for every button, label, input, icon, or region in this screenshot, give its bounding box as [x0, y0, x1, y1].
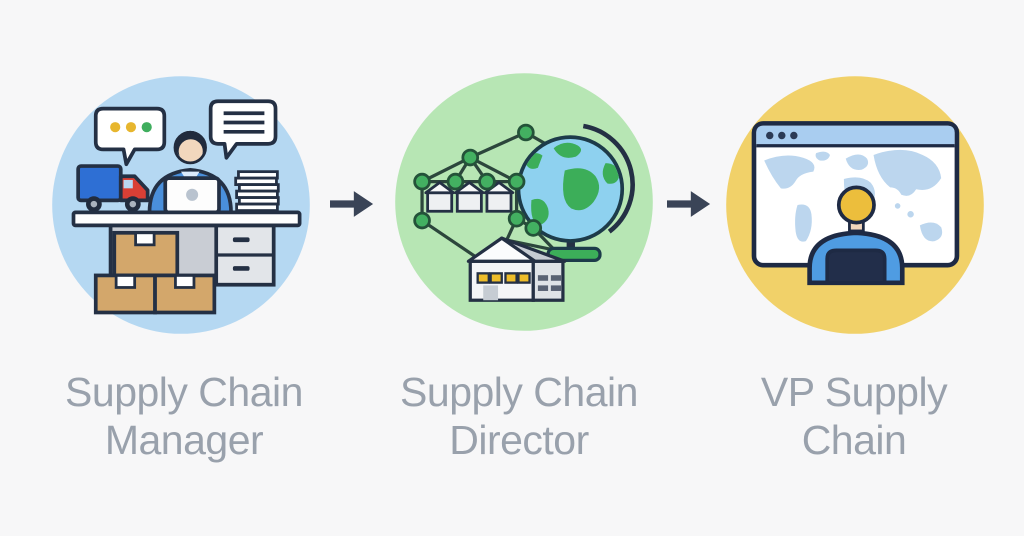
network-globe-warehouse-icon — [395, 73, 653, 331]
speech-bubble-text-icon — [208, 99, 278, 160]
supply-network-nodes-icon — [413, 123, 543, 237]
cardboard-boxes-icon — [93, 230, 217, 315]
arrow-right-icon — [330, 190, 374, 218]
person-at-computer-icon — [807, 185, 905, 286]
step-supply-chain-director — [385, 63, 663, 341]
warehouse-building-icon — [466, 236, 567, 302]
delivery-truck-icon — [76, 164, 150, 212]
step-label-vp-supply-chain: VP Supply Chain — [760, 369, 948, 463]
executive-world-dashboard-icon — [726, 76, 984, 334]
desk-globe-icon — [516, 123, 635, 263]
manager-at-desk-icon — [52, 76, 310, 334]
arrow-right-icon — [667, 190, 711, 218]
person-at-laptop-icon — [147, 130, 233, 215]
books-stack-icon — [234, 170, 280, 212]
small-warehouses-icon — [424, 181, 515, 213]
step-supply-chain-manager — [42, 66, 320, 344]
step-label-supply-chain-director: Supply Chain Director — [400, 369, 638, 463]
speech-bubble-dots-icon — [93, 106, 167, 167]
step-label-supply-chain-manager: Supply Chain Manager — [65, 369, 303, 463]
step-vp-supply-chain — [716, 66, 994, 344]
